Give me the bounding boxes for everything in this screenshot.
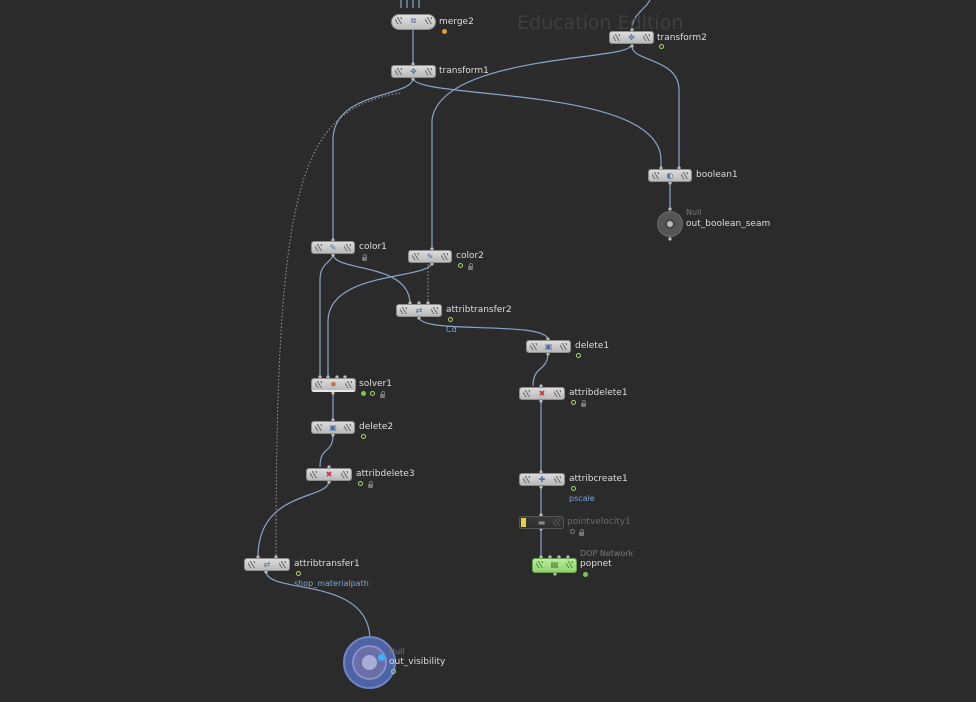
node-color1[interactable]: ✎ bbox=[311, 241, 355, 254]
node-color2[interactable]: ✎ bbox=[408, 250, 452, 263]
node-label-delete2: delete2 bbox=[359, 422, 394, 432]
node-label-popnet: popnet bbox=[580, 559, 612, 569]
node-sub-attribtransfer2: Cd bbox=[446, 325, 457, 334]
display-flag[interactable] bbox=[296, 571, 301, 576]
node-label-transform1: transform1 bbox=[439, 66, 489, 76]
node-label-merge2: merge2 bbox=[439, 17, 474, 27]
display-flag[interactable] bbox=[358, 481, 363, 486]
node-label-color1: color1 bbox=[359, 242, 387, 252]
node-label-solver1: solver1 bbox=[359, 379, 392, 389]
node-label-pointvelocity1: pointvelocity1 bbox=[567, 517, 631, 527]
display-flag[interactable] bbox=[570, 529, 575, 534]
node-label-attribcreate1: attribcreate1 bbox=[569, 474, 628, 484]
attribtransfer-icon: ⇄ bbox=[415, 306, 423, 315]
display-flag[interactable] bbox=[391, 669, 396, 674]
node-label-color2: color2 bbox=[456, 251, 484, 261]
display-flag[interactable] bbox=[361, 434, 366, 439]
display-flag[interactable] bbox=[361, 391, 366, 396]
delete-icon: ▣ bbox=[329, 423, 337, 432]
education-edition-watermark: Education Edition bbox=[517, 12, 684, 34]
visibility-marker-icon bbox=[378, 654, 385, 661]
display-flag[interactable] bbox=[458, 263, 463, 268]
node-out-boolean-seam[interactable] bbox=[657, 211, 683, 237]
node-type-null: Null bbox=[686, 208, 702, 217]
warning-flag[interactable] bbox=[442, 29, 447, 34]
node-type-dop-network: DOP Network bbox=[580, 549, 634, 558]
lock-icon[interactable] bbox=[368, 481, 373, 488]
node-pointvelocity1[interactable]: ▬ bbox=[519, 516, 564, 529]
color-icon: ✎ bbox=[426, 252, 434, 261]
node-solver1[interactable]: ✸ bbox=[311, 378, 356, 392]
node-label-attribtransfer2: attribtransfer2 bbox=[446, 305, 512, 315]
node-attribtransfer1[interactable]: ⇄ bbox=[244, 558, 290, 571]
node-delete2[interactable]: ▣ bbox=[311, 421, 355, 434]
visibility-null-core bbox=[362, 655, 377, 670]
node-label-delete1: delete1 bbox=[575, 341, 610, 351]
delete-icon: ▣ bbox=[544, 342, 553, 351]
node-sub-attribtransfer1: shop_materialpath bbox=[294, 579, 369, 588]
node-attribtransfer2[interactable]: ⇄ bbox=[396, 304, 442, 317]
node-attribdelete1[interactable]: ✖ bbox=[519, 387, 565, 400]
attribcreate-icon: ✚ bbox=[538, 475, 546, 484]
node-transform1[interactable]: ✥ bbox=[391, 65, 436, 78]
lock-icon[interactable] bbox=[581, 400, 586, 407]
display-flag[interactable] bbox=[571, 400, 576, 405]
node-boolean1[interactable]: ◐ bbox=[648, 169, 692, 182]
node-label-out-boolean-seam: out_boolean_seam bbox=[686, 219, 771, 229]
boolean-icon: ◐ bbox=[666, 171, 674, 180]
popnet-icon: ▤ bbox=[550, 560, 559, 569]
node-label-transform2: transform2 bbox=[657, 33, 707, 43]
solver-icon: ✸ bbox=[330, 380, 337, 389]
display-flag[interactable] bbox=[448, 317, 453, 322]
lock-icon[interactable] bbox=[362, 254, 367, 261]
lock-icon[interactable] bbox=[380, 391, 385, 398]
node-merge2[interactable]: ⧉ bbox=[391, 14, 436, 30]
attribdelete-icon: ✖ bbox=[538, 389, 546, 398]
lock-icon[interactable] bbox=[579, 529, 584, 536]
node-type-null: Null bbox=[389, 647, 405, 656]
node-transform2[interactable]: ✥ bbox=[609, 31, 654, 44]
node-label-attribtransfer1: attribtransfer1 bbox=[294, 559, 360, 569]
display-flag[interactable] bbox=[583, 572, 588, 577]
node-label-attribdelete1: attribdelete1 bbox=[569, 388, 628, 398]
display-flag[interactable] bbox=[659, 44, 664, 49]
display-flag[interactable] bbox=[571, 486, 576, 491]
node-popnet[interactable]: ▤ bbox=[532, 558, 577, 573]
transform-icon: ✥ bbox=[628, 33, 635, 42]
node-attribcreate1[interactable]: ✚ bbox=[519, 473, 565, 486]
node-delete1[interactable]: ▣ bbox=[526, 340, 571, 353]
null-icon bbox=[665, 219, 675, 229]
display-flag[interactable] bbox=[576, 353, 581, 358]
node-sub-attribcreate1: pscale bbox=[569, 494, 595, 503]
attribtransfer-icon: ⇄ bbox=[263, 560, 271, 569]
node-label-out-visibility: out_visibility bbox=[389, 657, 446, 667]
pointvelocity-icon: ▬ bbox=[537, 518, 546, 527]
node-label-boolean1: boolean1 bbox=[696, 170, 738, 180]
node-attribdelete3[interactable]: ✖ bbox=[306, 468, 352, 481]
transform-icon: ✥ bbox=[410, 67, 417, 76]
node-label-attribdelete3: attribdelete3 bbox=[356, 469, 415, 479]
merge-icon: ⧉ bbox=[410, 16, 417, 25]
render-flag[interactable] bbox=[370, 391, 375, 396]
lock-icon[interactable] bbox=[468, 263, 473, 270]
attribdelete-icon: ✖ bbox=[325, 470, 333, 479]
color-icon: ✎ bbox=[329, 243, 337, 252]
node-out-visibility[interactable] bbox=[343, 636, 396, 689]
